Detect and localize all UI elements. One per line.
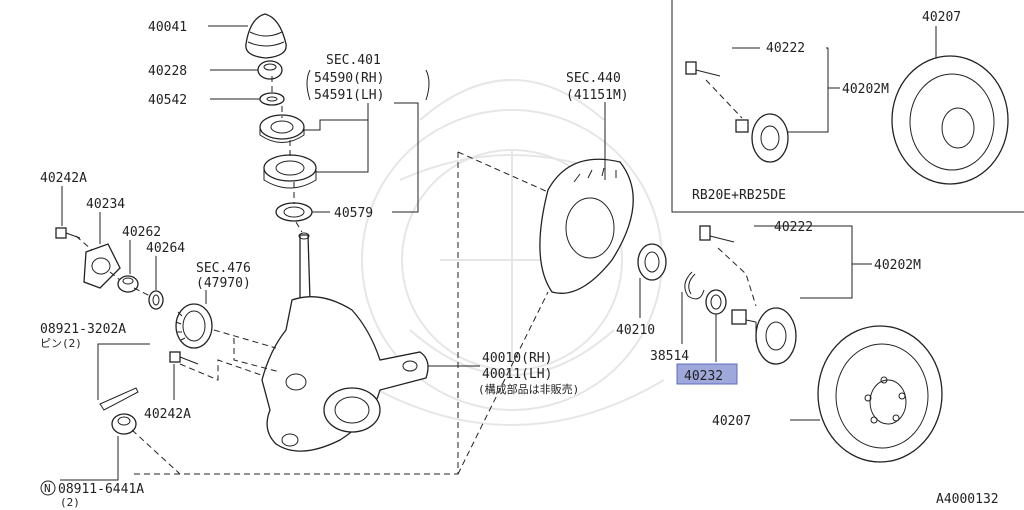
bushing-part[interactable] [117,275,139,293]
label-qty: (2) [60,496,80,509]
label-40242a-bottom[interactable]: 40242A [144,407,191,422]
label-40202m-inset[interactable]: 40202M [842,82,889,97]
hub-bearing-part[interactable] [637,243,667,281]
label-54591[interactable]: 54591(LH) [314,88,384,103]
label-engine-variant: RB20E+RB25DE [692,188,786,203]
brake-shield-part[interactable] [539,158,634,294]
cotter-pin-part[interactable] [99,387,139,411]
leader-lines [60,25,937,481]
label-40011[interactable]: 40011(LH) [482,367,552,382]
outer-bearing-part[interactable] [259,114,305,143]
label-40579[interactable]: 40579 [334,206,373,221]
label-40222-main[interactable]: 40222 [774,220,813,235]
steering-knuckle-part[interactable] [261,232,429,452]
label-40222-inset[interactable]: 40222 [766,41,805,56]
label-40207-main[interactable]: 40207 [712,414,751,429]
hub-seal-part[interactable] [705,289,727,315]
label-40202m-main[interactable]: 40202M [874,258,921,273]
label-40262[interactable]: 40262 [122,225,161,240]
label-38514[interactable]: 38514 [650,349,689,364]
sensor-bracket-part[interactable] [83,243,121,289]
engine-variant-inset [671,0,1024,213]
label-sec440[interactable]: SEC.440 [566,71,621,86]
assembly-dash-lines [75,76,757,475]
inner-bearing-part[interactable] [263,154,317,189]
label-08911[interactable]: 08911-6441A [58,482,144,497]
wheel-hub-part[interactable] [731,307,797,365]
label-not-sold-note: (構成部品は非販売) [478,382,579,396]
label-40207-inset[interactable]: 40207 [922,10,961,25]
lock-nut-part[interactable] [111,413,137,435]
label-sec401[interactable]: SEC.401 [326,53,381,68]
label-40542[interactable]: 40542 [148,93,187,108]
part-labels: 40041 40228 40542 SEC.401 54590(RH) 5459… [40,10,999,509]
washer-part[interactable] [259,92,285,106]
label-41151m[interactable]: (41151M) [566,88,629,103]
grease-seal-part[interactable] [275,202,313,222]
label-40242a-top[interactable]: 40242A [40,171,87,186]
diagram-id: A4000132 [936,492,999,507]
label-40041[interactable]: 40041 [148,20,187,35]
label-40210[interactable]: 40210 [616,323,655,338]
label-47970[interactable]: (47970) [196,276,251,291]
label-40232[interactable]: 40232 [684,369,723,384]
nut-part[interactable] [257,60,283,80]
label-40010[interactable]: 40010(RH) [482,351,552,366]
dust-cap-part[interactable] [245,13,287,59]
label-40234[interactable]: 40234 [86,197,125,212]
label-n-circle: N [44,482,51,495]
bolt-lower-part[interactable] [169,351,199,365]
hub-bolt-part[interactable] [699,225,735,243]
snap-ring-part[interactable] [684,271,705,300]
label-40228[interactable]: 40228 [148,64,187,79]
brake-rotor-part[interactable] [817,325,943,463]
label-sec476[interactable]: SEC.476 [196,261,251,276]
label-pin: ピン(2) [40,337,82,350]
spacer-part[interactable] [148,290,164,310]
label-40264[interactable]: 40264 [146,241,185,256]
label-54590[interactable]: 54590(RH) [314,71,384,86]
highlight-40232 [676,363,738,385]
sensor-rotor-part[interactable] [175,303,213,349]
label-08921[interactable]: 08921-3202A [40,322,126,337]
